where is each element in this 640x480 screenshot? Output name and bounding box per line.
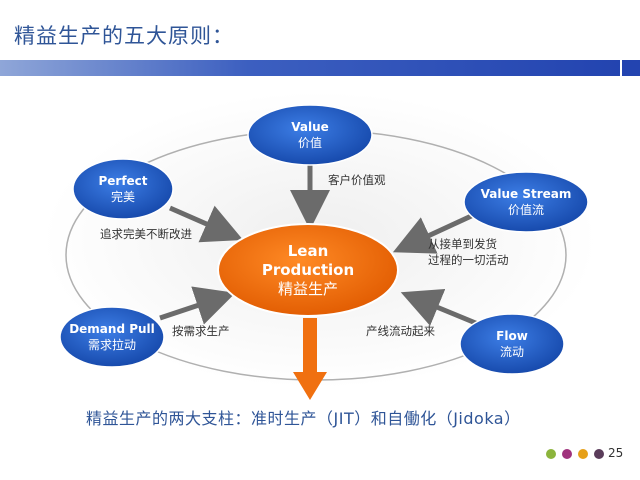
node-flow-shape — [459, 313, 565, 375]
edge-label-value: 客户价值观 — [328, 173, 386, 187]
center-cn: 精益生产 — [277, 279, 338, 298]
page-title: 精益生产的五大原则： — [14, 24, 234, 48]
center-en-line2: Production — [261, 260, 355, 279]
edge-label-demand-pull: 按需求生产 — [172, 324, 230, 338]
edge-label-value-stream-2: 过程的一切活动 — [428, 253, 509, 267]
node-flow: Flow 流动 — [460, 314, 564, 374]
node-value: Value 价值 — [248, 105, 372, 165]
node-value-stream-cn: 价值流 — [507, 203, 544, 217]
dot-gold — [578, 449, 588, 459]
arrow-flow — [400, 288, 479, 327]
node-value-stream-en: Value Stream — [480, 187, 572, 201]
node-perfect: Perfect 完美 — [73, 159, 173, 219]
footer-pillars-text: 精益生产的两大支柱：准时生产（JIT）和自働化（Jidoka） — [86, 409, 521, 428]
edge-label-value-stream-1: 从接单到发货 — [428, 237, 497, 251]
node-value-en: Value — [291, 120, 329, 134]
edge-label-flow: 产线流动起来 — [366, 324, 435, 338]
arrow-value-stream — [392, 209, 482, 254]
center-en-line1: Lean — [287, 241, 329, 260]
node-center-shape — [217, 223, 399, 317]
page-number: 25 — [608, 446, 624, 460]
dot-purple — [562, 449, 572, 459]
node-lean-production: Lean Production 精益生产 — [218, 224, 398, 316]
arrow-perfect — [168, 205, 244, 243]
node-value-shape — [247, 104, 373, 166]
title-underline-bar — [0, 60, 620, 76]
node-perfect-shape — [72, 158, 174, 220]
node-demand-pull: Demand Pull 需求拉动 — [60, 307, 164, 367]
node-value-cn: 价值 — [297, 136, 322, 150]
dot-green — [546, 449, 556, 459]
node-value-stream: Value Stream 价值流 — [464, 172, 588, 232]
decorative-dots — [546, 449, 604, 459]
node-value-stream-shape — [463, 171, 589, 233]
dot-dark — [594, 449, 604, 459]
node-perfect-en: Perfect — [98, 174, 148, 188]
node-flow-en: Flow — [496, 329, 528, 343]
arrow-demand-pull — [159, 286, 236, 325]
node-flow-cn: 流动 — [499, 345, 524, 359]
orange-down-arrow-icon — [293, 318, 327, 400]
node-demand-pull-shape — [59, 306, 165, 368]
node-perfect-cn: 完美 — [110, 190, 135, 204]
node-demand-pull-cn: 需求拉动 — [87, 338, 136, 352]
edge-label-perfect: 追求完美不断改进 — [100, 227, 192, 241]
title-bar-end — [622, 60, 640, 76]
node-demand-pull-en: Demand Pull — [69, 322, 155, 336]
